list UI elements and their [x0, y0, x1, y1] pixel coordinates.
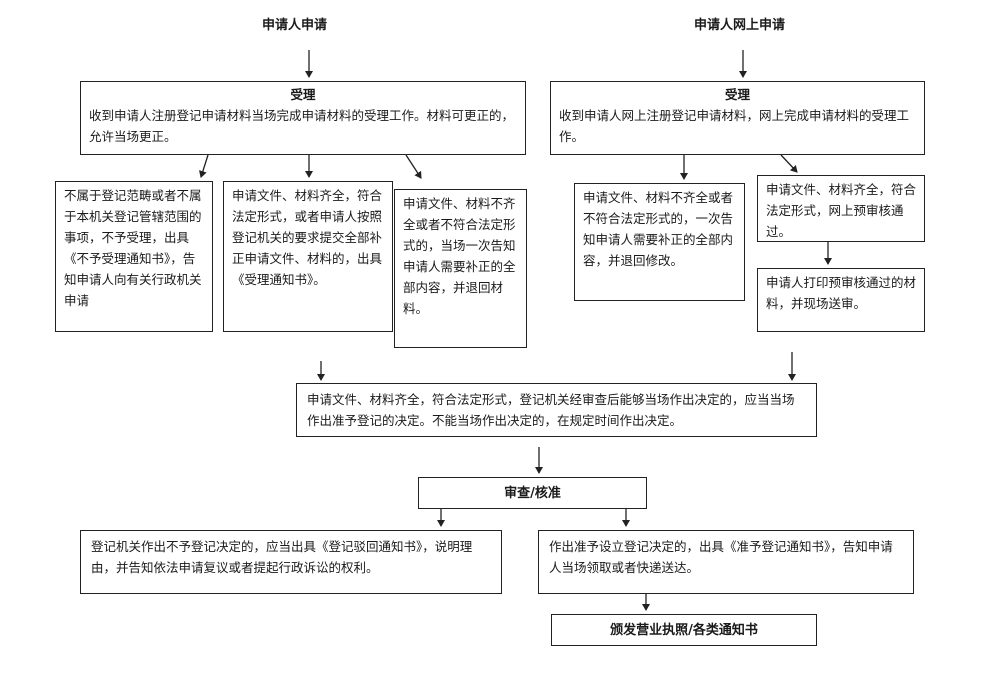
arrow-to-not-in-scope	[199, 154, 209, 178]
arrow-to-incomplete-left	[405, 154, 422, 179]
accept-box-left: 受理 收到申请人注册登记申请材料当场完成申请材料的受理工作。材料可更正的，允许当…	[80, 81, 526, 155]
accept-text-right: 收到申请人网上注册登记申请材料，网上完成申请材料的受理工作。	[559, 108, 910, 144]
title-applicant-apply: 申请人申请	[262, 18, 328, 33]
complete-left-box: 申请文件、材料齐全，符合法定形式，或者申请人按照登记机关的要求提交全部补正申请文…	[223, 181, 393, 332]
incomplete-right-box: 申请文件、材料不齐全或者不符合法定形式的，一次告知申请人需要补正的全部内容，并退…	[574, 183, 745, 301]
issue-license-box: 颁发营业执照/各类通知书	[551, 614, 817, 646]
print-submit-box: 申请人打印预审核通过的材料，并现场送审。	[757, 268, 925, 332]
accept-box-right: 受理 收到申请人网上注册登记申请材料，网上完成申请材料的受理工作。	[550, 81, 925, 155]
title-online-apply: 申请人网上申请	[694, 18, 786, 33]
accept-text-left: 收到申请人注册登记申请材料当场完成申请材料的受理工作。材料可更正的，允许当场更正…	[89, 108, 515, 144]
reject-outcome-box: 登记机关作出不予登记决定的，应当出具《登记驳回通知书》，说明理由，并告知依法申请…	[80, 530, 502, 594]
complete-right-box: 申请文件、材料齐全，符合法定形式，网上预审核通过。	[757, 175, 925, 242]
not-in-scope-box: 不属于登记范畴或者不属于本机关登记管辖范围的事项，不予受理，出具《不予受理通知书…	[55, 181, 213, 332]
decision-box: 申请文件、材料齐全，符合法定形式，登记机关经审查后能够当场作出决定的，应当当场作…	[296, 383, 817, 437]
incomplete-left-box: 申请文件、材料不齐全或者不符合法定形式的，当场一次告知申请人需要补正的全部内容，…	[394, 189, 527, 348]
arrow-to-complete-right	[780, 154, 798, 173]
accept-heading-right: 受理	[724, 87, 750, 102]
approve-outcome-box: 作出准予设立登记决定的，出具《准予登记通知书》，告知申请人当场领取或者快递送达。	[538, 530, 914, 594]
accept-heading-left: 受理	[290, 87, 316, 102]
review-box: 审查/核准	[418, 477, 647, 509]
